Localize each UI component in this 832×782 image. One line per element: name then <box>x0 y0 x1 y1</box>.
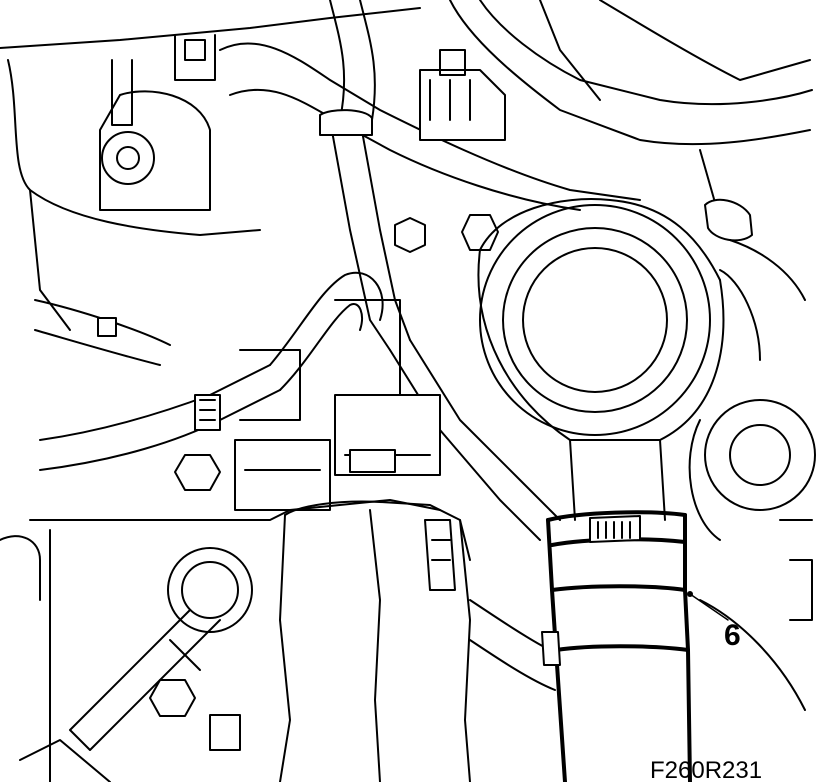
top-connector <box>419 49 506 141</box>
callout-label-6: 6 <box>724 619 741 652</box>
circular-port <box>477 198 725 521</box>
throttle-housing <box>279 500 556 782</box>
upper-hoses <box>219 0 813 211</box>
right-side-components <box>688 149 816 621</box>
center-pipe <box>319 109 561 541</box>
hose-clamp <box>541 510 692 782</box>
upper-left-bracket <box>0 7 421 331</box>
figure-code: F260R231 <box>650 757 762 782</box>
bolts <box>149 214 499 751</box>
callout-6: 6 <box>687 591 741 652</box>
relay-block <box>234 394 441 511</box>
